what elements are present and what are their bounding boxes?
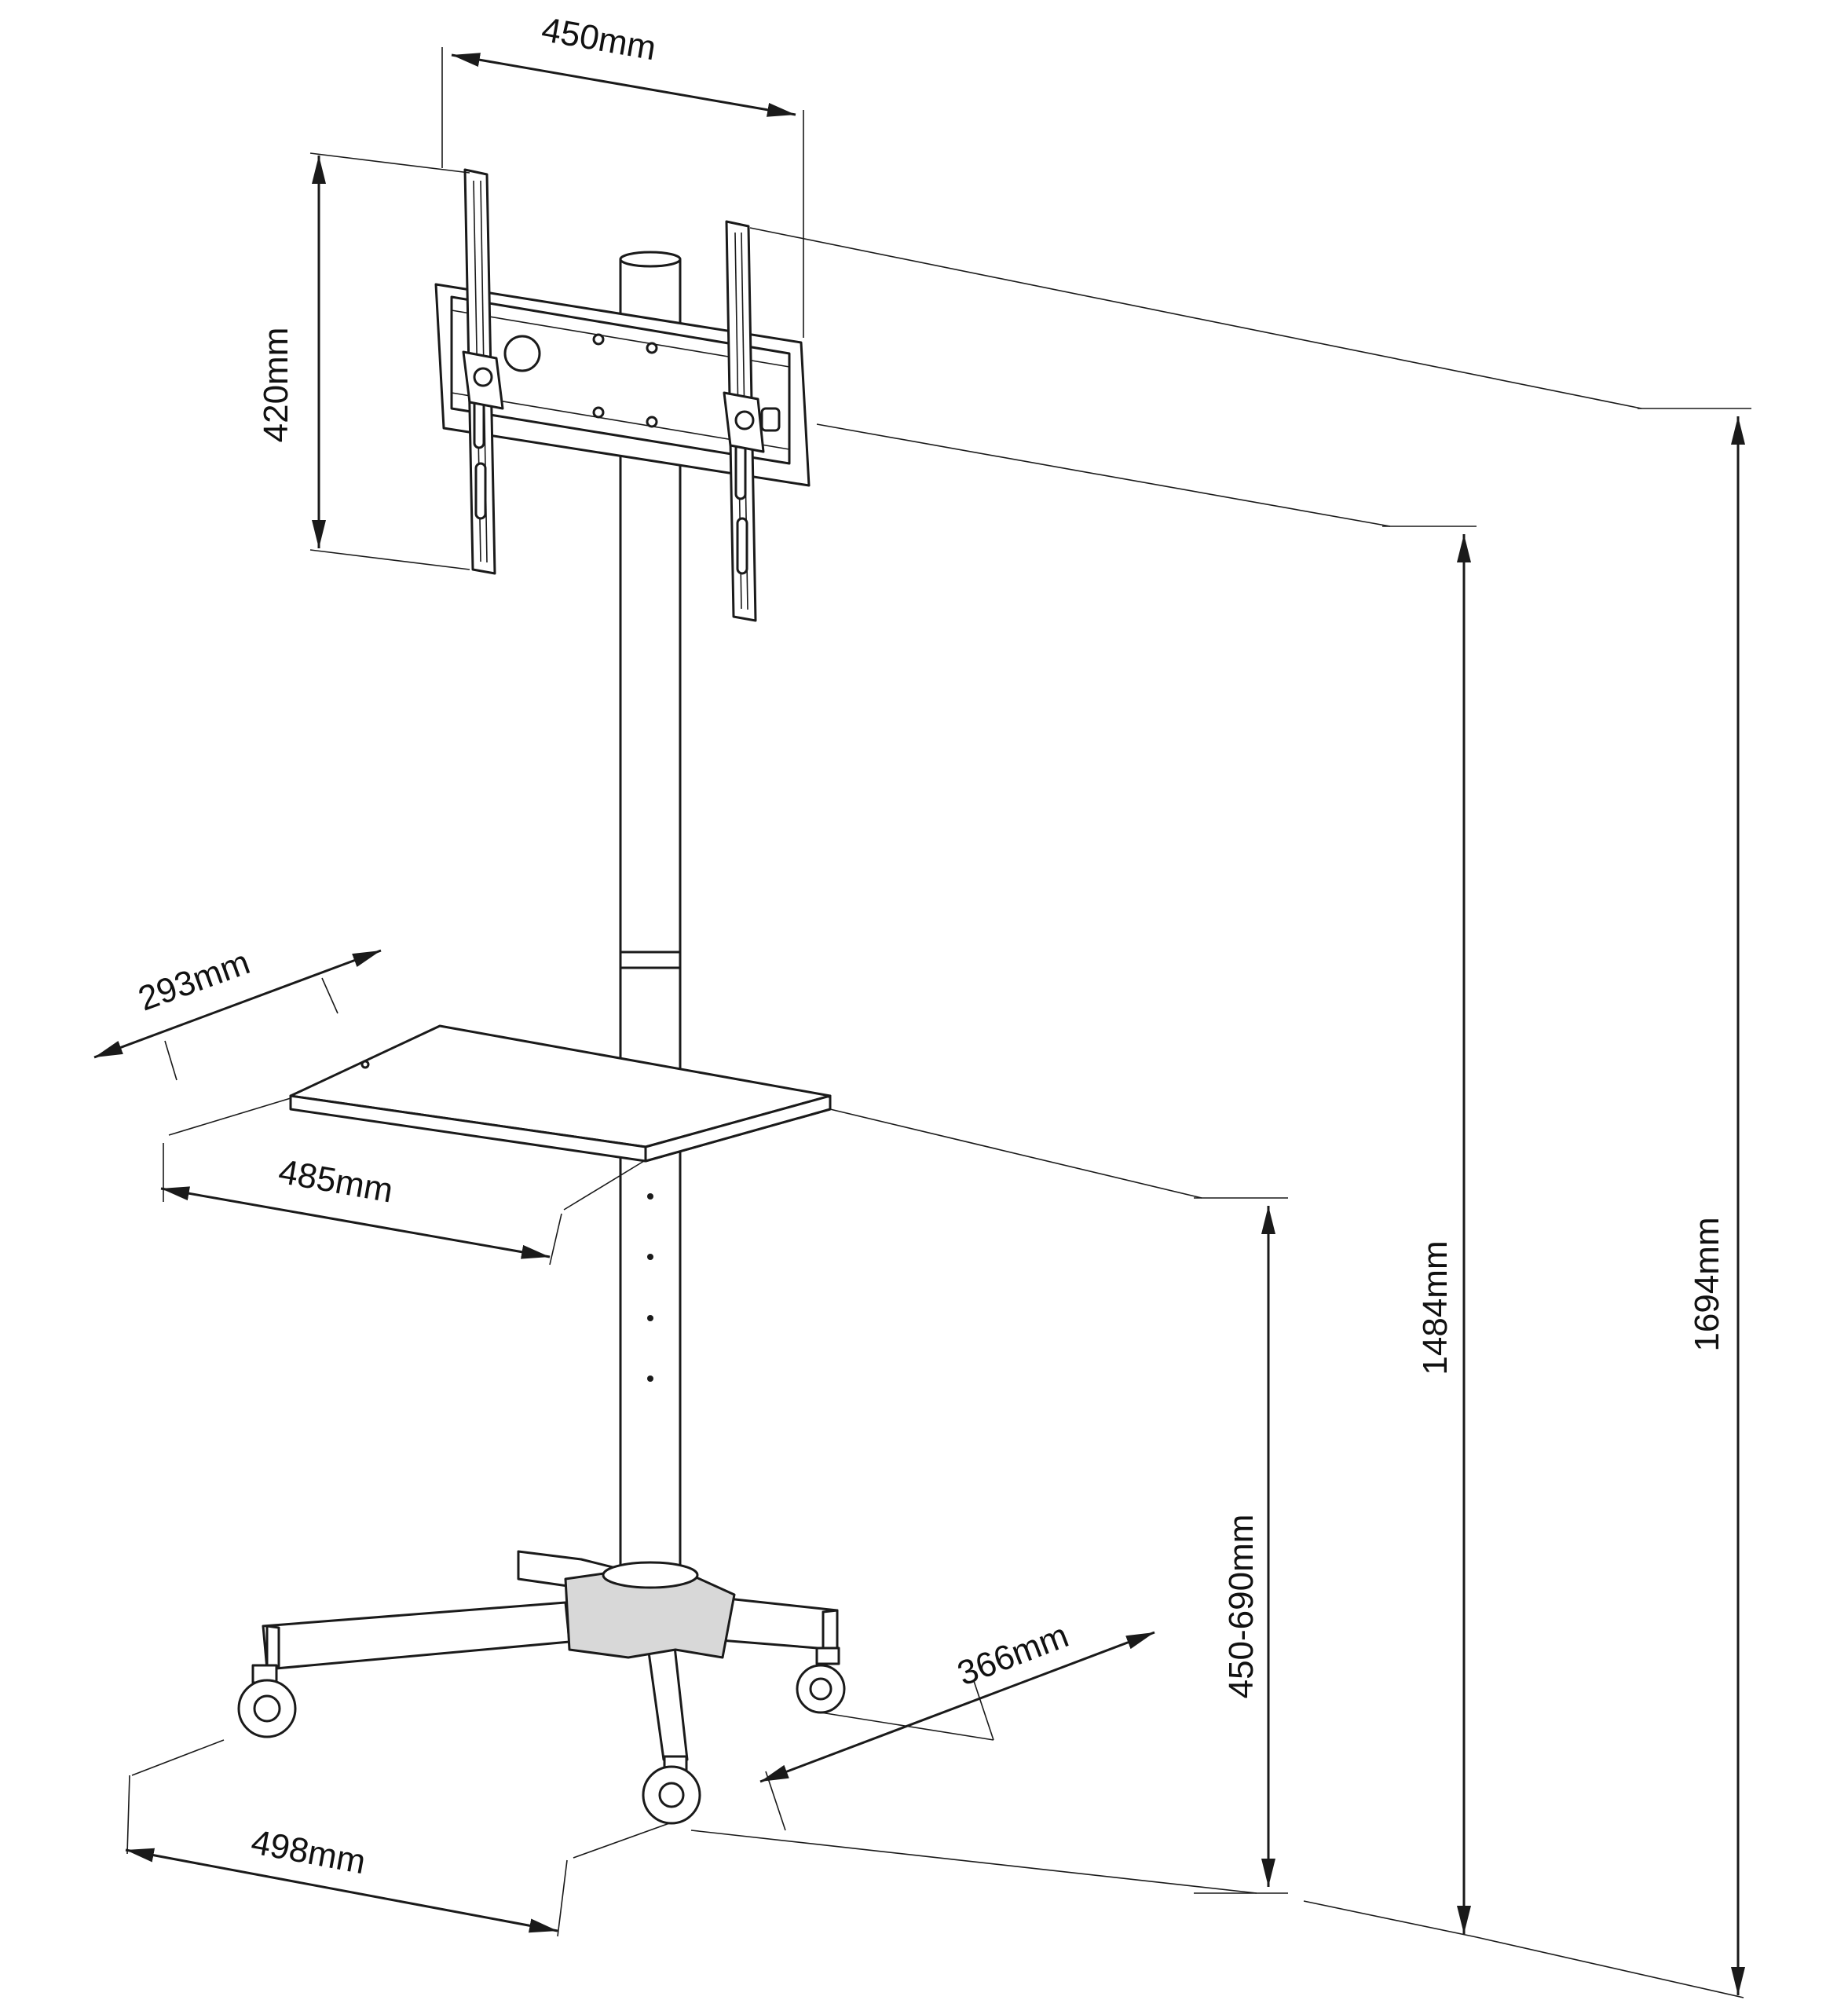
caster-left <box>237 1664 297 1738</box>
left-vesa-arm <box>462 168 504 575</box>
dimension-mount-height: 420mm <box>257 152 470 570</box>
caster-front <box>642 1755 701 1825</box>
mount-width-label: 450mm <box>539 10 659 68</box>
shelf <box>289 1024 832 1163</box>
tv-stand-illustration <box>237 168 846 1825</box>
shelf-width-label: 485mm <box>276 1152 396 1211</box>
casters <box>237 1647 846 1825</box>
mount-height-label: 420mm <box>257 328 295 443</box>
shelf-depth-label: 293mm <box>134 943 255 1018</box>
dimension-shelf-depth: 293mm <box>93 943 382 1081</box>
right-vesa-arm <box>723 220 781 622</box>
dimension-shelf-height: 450-690mm <box>690 1108 1288 1894</box>
column-height-label: 1484mm <box>1416 1240 1455 1375</box>
base-legs <box>262 1550 839 1761</box>
dimension-column-height: 1484mm <box>816 423 1477 1938</box>
center-column <box>619 251 682 1573</box>
base-depth-label: 366mm <box>953 1616 1074 1693</box>
overall-height-label: 1694mm <box>1688 1217 1726 1351</box>
caster-right <box>796 1647 846 1714</box>
base-width-label: 498mm <box>248 1822 368 1881</box>
dimension-base-width: 498mm <box>125 1739 672 1937</box>
dimension-overall-height: 1694mm <box>749 227 1751 1998</box>
shelf-height-label: 450-690mm <box>1222 1515 1261 1699</box>
